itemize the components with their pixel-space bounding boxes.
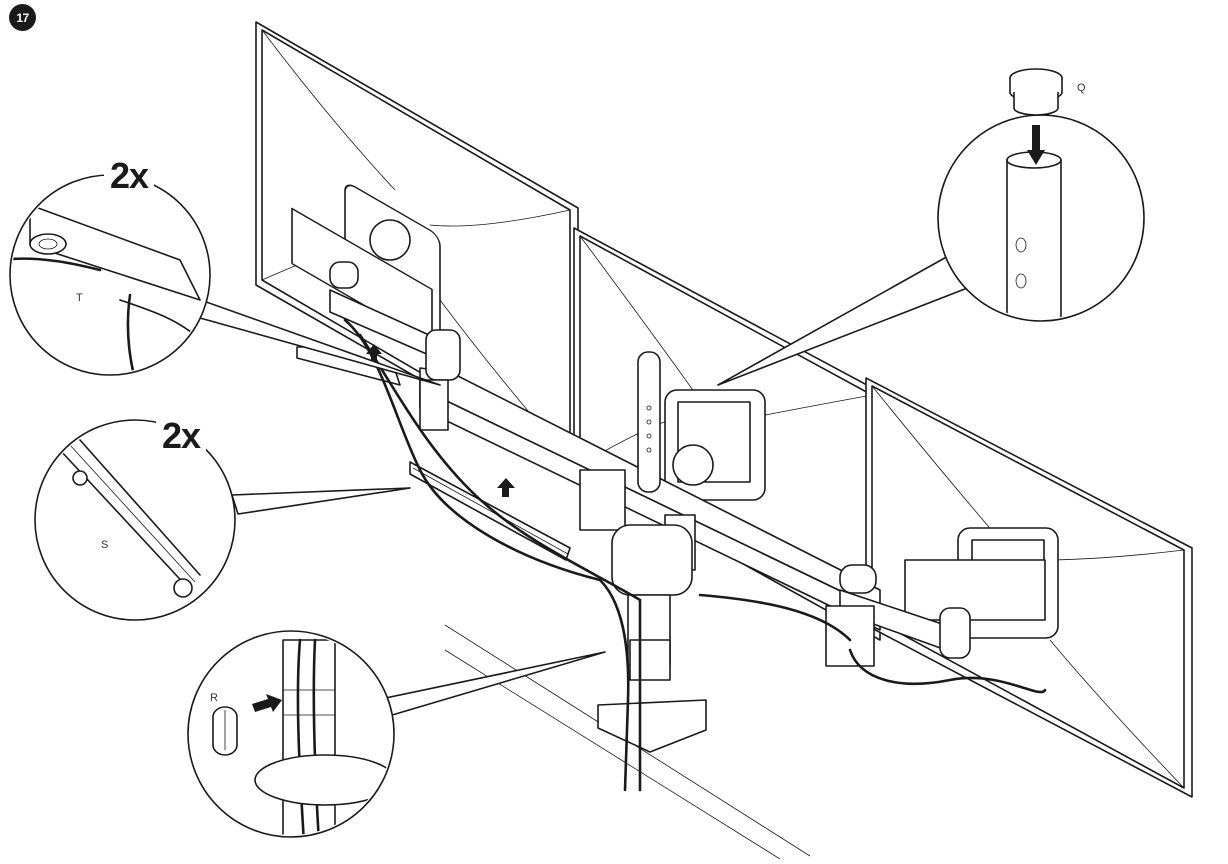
right-monitor (865, 377, 1193, 798)
part-label-s: S (101, 539, 109, 551)
cable-channel (409, 461, 571, 561)
part-label-t: T (76, 292, 83, 304)
part-label-q: Q (1077, 82, 1086, 94)
left-monitor (255, 21, 579, 471)
callout-part-t (9, 174, 441, 386)
install-arrows (366, 344, 515, 497)
callout-part-r (187, 630, 606, 838)
callout-part-q (717, 68, 1145, 386)
quantity-label-middle: 2x (156, 418, 207, 454)
part-label-r: R (210, 692, 218, 704)
quantity-label-top: 2x (104, 158, 155, 194)
right-monitor-arm (825, 564, 971, 667)
step-number-badge: 17 (9, 4, 36, 31)
left-monitor-arm (329, 261, 461, 431)
center-pole (579, 351, 707, 753)
callout-part-s (34, 419, 411, 621)
middle-monitor (573, 227, 881, 641)
